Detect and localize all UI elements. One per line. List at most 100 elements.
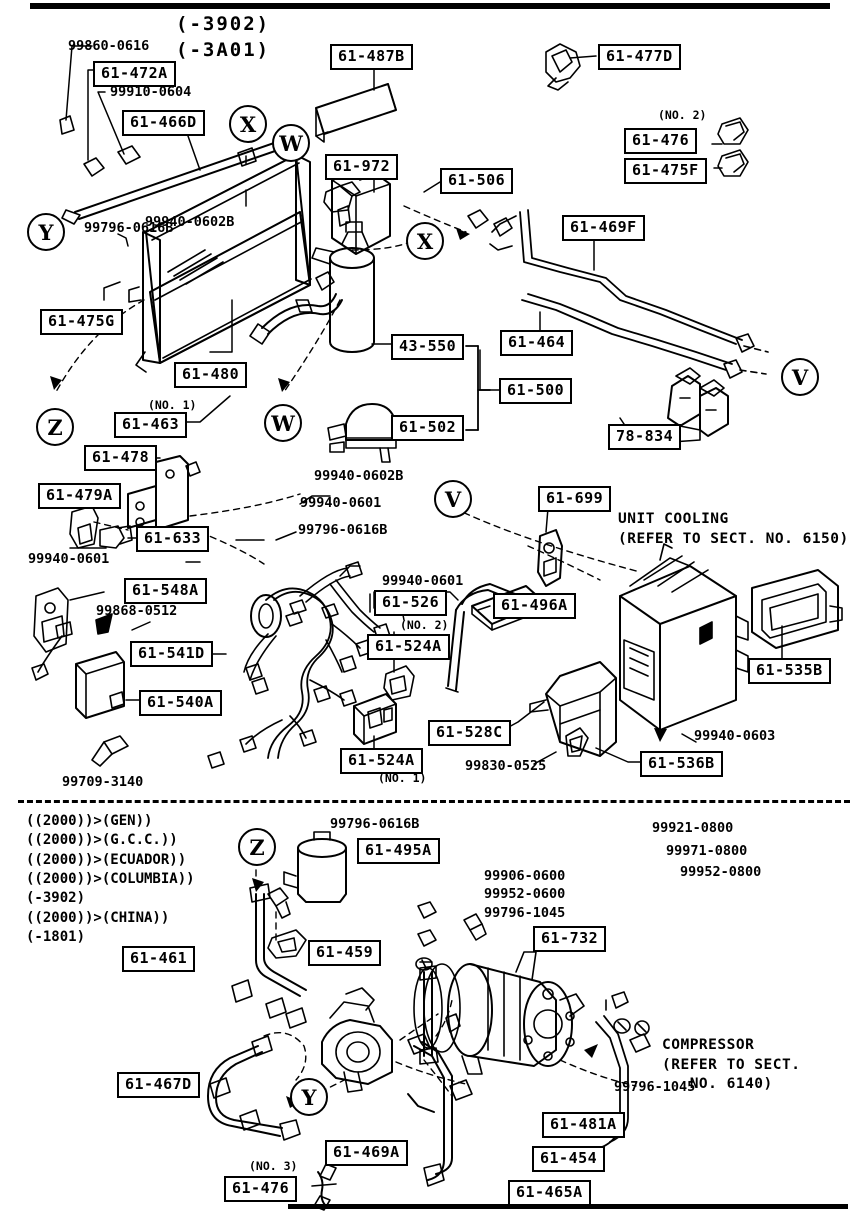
part-61-502[interactable]: 61-502	[391, 415, 465, 441]
part-61-732[interactable]: 61-732	[533, 926, 607, 952]
part-61-464[interactable]: 61-464	[500, 330, 574, 356]
part-61-524A-art	[353, 665, 415, 745]
part-61-454[interactable]: 61-454	[532, 1146, 606, 1172]
part-61-472A[interactable]: 61-472A	[93, 61, 176, 87]
hose-61-467D-art	[207, 1035, 301, 1141]
part-61-548A-art	[33, 587, 113, 653]
part-61-699[interactable]: 61-699	[538, 486, 612, 512]
section-divider	[18, 800, 850, 803]
part-61-540A[interactable]: 61-540A	[139, 690, 222, 716]
part-61-463[interactable]: 61-463	[114, 412, 188, 438]
bottom-rule-bar	[288, 1204, 848, 1209]
compressor-pulley-art	[413, 963, 461, 1053]
hose-61-463	[249, 271, 343, 345]
hw-99830-0525: 99830-0525	[465, 758, 547, 774]
part-61-487B-art	[315, 83, 397, 143]
part-61-502-art	[327, 403, 397, 463]
part-61-475F[interactable]: 61-475F	[624, 158, 707, 184]
note-no3-476: (NO. 3)	[249, 1159, 298, 1173]
unit-cooling-reference: UNIT COOLING (REFER TO SECT. NO. 6150)	[618, 511, 849, 547]
receiver-drier-art	[311, 221, 375, 353]
part-61-469A[interactable]: 61-469A	[325, 1140, 408, 1166]
hw-99940-0603: 99940-0603	[694, 728, 776, 744]
part-61-524A-no1[interactable]: 61-524A	[340, 748, 423, 774]
part-61-536B[interactable]: 61-536B	[640, 751, 723, 777]
part-61-469F[interactable]: 61-469F	[562, 215, 645, 241]
part-61-535B[interactable]: 61-535B	[748, 658, 831, 684]
part-61-469A-art	[321, 987, 393, 1093]
pipe-61-481A-art	[407, 1079, 473, 1113]
part-61-972[interactable]: 61-972	[325, 154, 399, 180]
part-61-633[interactable]: 61-633	[136, 526, 210, 552]
note-no2-grommet: (NO. 2)	[658, 108, 707, 122]
part-61-479A[interactable]: 61-479A	[38, 483, 121, 509]
page-title-line-1: (-3902)	[176, 13, 271, 35]
screw-99709-3140-art	[91, 735, 129, 767]
ref-circle-x-1: X	[229, 105, 267, 143]
part-61-524A-no2[interactable]: 61-524A	[367, 634, 450, 660]
bhw-99952-0600: 99952-0600	[484, 886, 566, 902]
part-61-972-art	[323, 181, 361, 213]
bhw-99952-0800: 99952-0800	[680, 864, 762, 880]
part-61-479A-art	[69, 505, 99, 549]
ref-circle-w-2: W	[264, 404, 302, 442]
clip-99830-0525-art	[565, 727, 589, 757]
part-61-541D[interactable]: 61-541D	[130, 641, 213, 667]
compressor-reference: COMPRESSOR (REFER TO SECT. NO. 6140)	[662, 1037, 801, 1093]
part-61-548A[interactable]: 61-548A	[124, 578, 207, 604]
part-78-834[interactable]: 78-834	[608, 424, 682, 450]
part-61-476-no2[interactable]: 61-476	[624, 128, 698, 154]
part-61-476-no3[interactable]: 61-476	[224, 1176, 298, 1202]
part-61-496A[interactable]: 61-496A	[493, 593, 576, 619]
part-61-540A-art	[31, 621, 125, 719]
part-61-475G[interactable]: 61-475G	[40, 309, 123, 335]
part-61-487B[interactable]: 61-487B	[330, 44, 413, 70]
hw-99910-0604: 99910-0604	[110, 84, 192, 100]
hw-99940-0602B-b: 99940-0602B	[314, 468, 404, 484]
condenser-core	[128, 142, 313, 373]
note-no1-463: (NO. 1)	[148, 398, 197, 412]
part-61-481A[interactable]: 61-481A	[542, 1112, 625, 1138]
ref-circle-z-bottom: Z	[238, 828, 276, 866]
pipe-61-465A-art	[407, 1033, 453, 1187]
part-61-528C[interactable]: 61-528C	[428, 720, 511, 746]
compressor-fasteners-art	[415, 901, 487, 1065]
part-61-461[interactable]: 61-461	[122, 946, 196, 972]
part-61-467D[interactable]: 61-467D	[117, 1072, 200, 1098]
part-61-633-art	[99, 525, 133, 549]
part-61-480[interactable]: 61-480	[174, 362, 248, 388]
part-61-466D[interactable]: 61-466D	[122, 110, 205, 136]
part-61-495A[interactable]: 61-495A	[357, 838, 440, 864]
part-61-478[interactable]: 61-478	[84, 445, 158, 471]
ref-circle-x-2: X	[406, 222, 444, 260]
part-61-477D[interactable]: 61-477D	[598, 44, 681, 70]
hw-99940-0602B-a: 99940-0602B	[145, 214, 235, 230]
bolt-99796-0616B-bottom-art	[267, 887, 291, 919]
note-no2-524A: (NO. 2)	[400, 618, 449, 632]
grommet-art	[717, 117, 749, 177]
part-61-526[interactable]: 61-526	[374, 590, 448, 616]
hw-99940-0601-b: 99940-0601	[28, 551, 110, 567]
bhw-99971-0800: 99971-0800	[666, 843, 748, 859]
top-rule-bar	[30, 3, 830, 9]
pipe-61-461-art	[231, 883, 307, 1029]
part-61-465A[interactable]: 61-465A	[508, 1180, 591, 1206]
evaporator-unit-art	[619, 543, 749, 731]
part-43-550[interactable]: 43-550	[391, 334, 465, 360]
bhw-99906-0600: 99906-0600	[484, 868, 566, 884]
bhw-99796-1045-a: 99796-1045	[484, 905, 566, 921]
application-notes: ((2000))>(GEN)) ((2000))>(G.C.C.)) ((200…	[26, 813, 195, 945]
part-61-495A-art	[283, 831, 347, 903]
part-61-459-art	[267, 929, 307, 959]
bhw-99921-0800: 99921-0800	[652, 820, 734, 836]
part-61-506[interactable]: 61-506	[440, 168, 514, 194]
part-61-500[interactable]: 61-500	[499, 378, 573, 404]
hw-99709-3140: 99709-3140	[62, 774, 144, 790]
ref-circle-y-bottom: Y	[290, 1078, 328, 1116]
group-bracket-61-500	[465, 345, 491, 431]
hw-99796-0616B-a: 99796-0616B	[84, 220, 174, 236]
hw-99796-0616B-b: 99796-0616B	[298, 522, 388, 538]
right-fasteners-art	[605, 991, 651, 1053]
part-61-459[interactable]: 61-459	[308, 940, 382, 966]
ref-circle-v-2: V	[434, 480, 472, 518]
